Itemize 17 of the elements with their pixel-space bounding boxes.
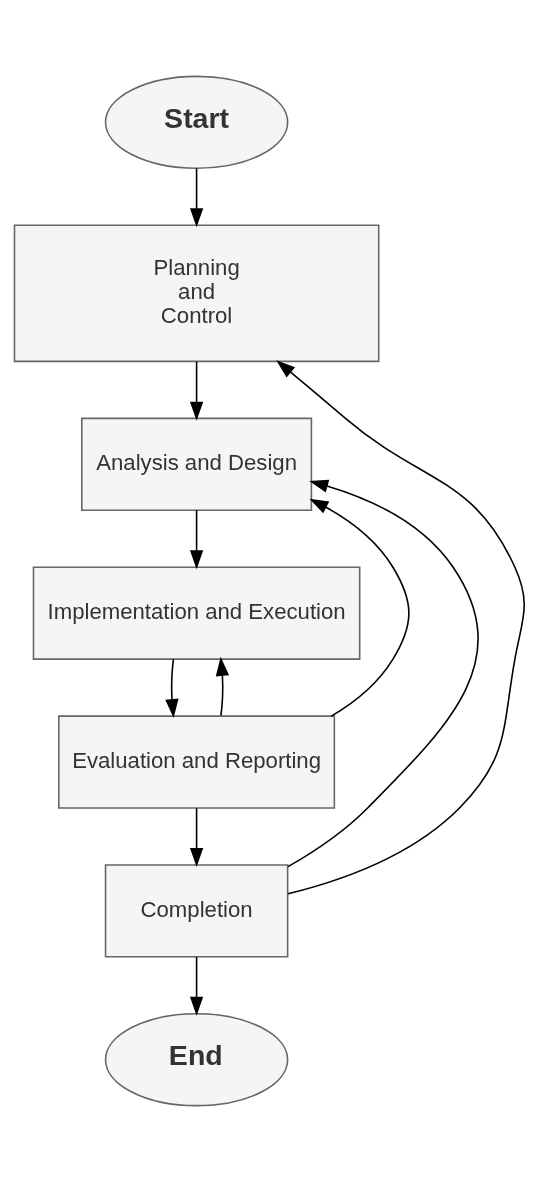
arrow xyxy=(189,509,204,570)
arrow xyxy=(309,498,410,717)
arrow xyxy=(189,956,204,1016)
arrow xyxy=(189,167,204,228)
node-box: Analysis and Design xyxy=(81,417,313,512)
arrow xyxy=(287,479,479,868)
node-ellipse: End xyxy=(104,1013,289,1107)
arrow xyxy=(215,656,230,717)
arrow xyxy=(276,360,526,895)
node-box: Implementation and Execution xyxy=(32,566,361,660)
node-box: Planning and Control xyxy=(13,224,380,363)
arrow xyxy=(189,807,204,867)
node-box: Evaluation and Reporting xyxy=(58,715,336,809)
node-ellipse: Start xyxy=(104,75,289,169)
arrow xyxy=(189,360,204,421)
node-box: Completion xyxy=(104,864,289,958)
arrow xyxy=(165,658,179,719)
